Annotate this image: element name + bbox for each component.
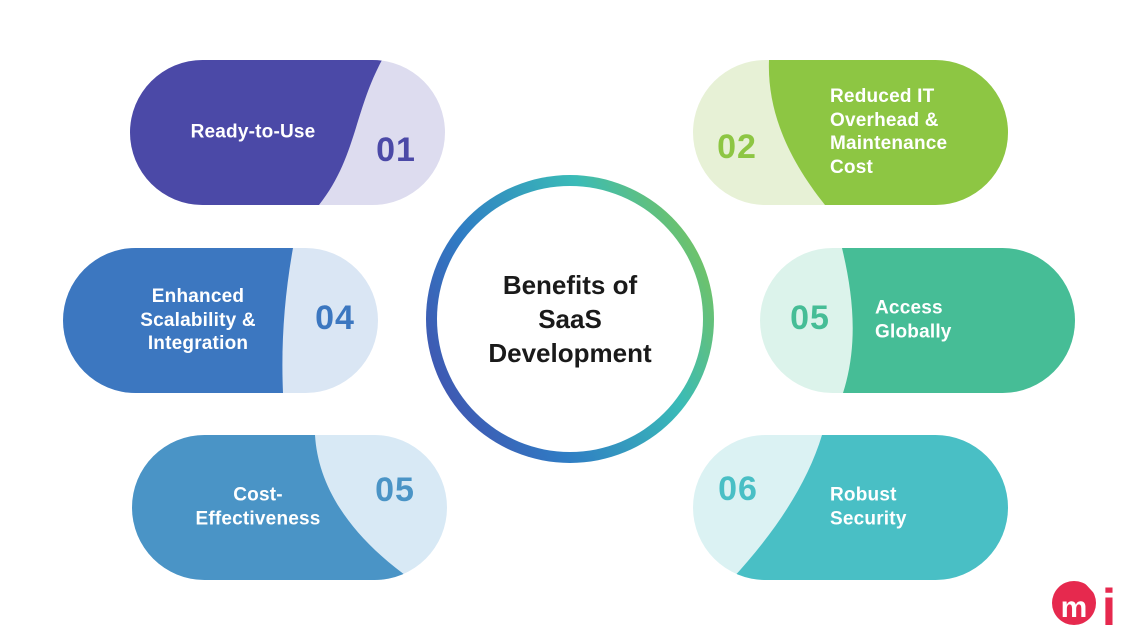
pill-05-access-label: Access Globally	[875, 297, 952, 343]
pill-02-main-section	[768, 60, 1008, 205]
logo-letter-m: m	[1061, 591, 1088, 624]
benefit-pill-06: 06 Robust Security	[693, 435, 1008, 580]
benefit-pill-02: 02 Reduced IT Overhead & Maintenance Cos…	[693, 60, 1008, 205]
pill-05-cost-shape: 05	[132, 435, 447, 580]
logo-circle	[1052, 581, 1096, 625]
logo-circle-gap	[1082, 576, 1099, 594]
pill-01-number: 01	[376, 131, 416, 169]
benefit-pill-01: 01 Ready-to-Use	[130, 60, 445, 205]
pill-06-main-section	[731, 435, 1008, 580]
benefit-pill-05-cost: 05 Cost- Effectiveness	[132, 435, 447, 580]
benefit-pill-05-access: 05 Access Globally	[760, 248, 1075, 393]
pill-04-number: 04	[315, 299, 355, 337]
center-circle-ring: Benefits of SaaS Development	[426, 175, 714, 463]
pill-05-access-shape: 05	[760, 248, 1075, 393]
pill-06-label: Robust Security	[830, 484, 907, 530]
pill-02-number: 02	[717, 128, 757, 166]
pill-04-main-section	[63, 248, 293, 393]
pill-06-shape: 06	[693, 435, 1008, 580]
pill-06-number: 06	[718, 470, 758, 508]
pill-04-label: Enhanced Scalability & Integration	[140, 285, 256, 354]
pill-01-label: Ready-to-Use	[190, 121, 316, 143]
center-circle: Benefits of SaaS Development	[437, 186, 703, 452]
pill-05-cost-main-section	[132, 435, 412, 580]
pill-02-label: Reduced IT Overhead & Maintenance Cost	[830, 86, 948, 178]
pill-02-shape: 02	[693, 60, 1008, 205]
pill-05-access-number: 05	[790, 299, 830, 337]
pill-04-shape: 04	[63, 248, 378, 393]
brand-logo: m i	[1050, 576, 1124, 628]
pill-05-cost-number: 05	[375, 471, 415, 509]
benefit-pill-04: 04 Enhanced Scalability & Integration	[63, 248, 378, 393]
pill-01-shape: 01	[130, 60, 445, 205]
logo-letter-i: i	[1102, 579, 1116, 628]
pill-05-cost-label: Cost- Effectiveness	[195, 484, 321, 530]
pill-05-access-main-section	[842, 248, 1075, 393]
pill-01-main-section	[130, 60, 382, 205]
diagram-title: Benefits of SaaS Development	[488, 270, 652, 368]
brand-logo-icon: m i	[1052, 576, 1116, 628]
